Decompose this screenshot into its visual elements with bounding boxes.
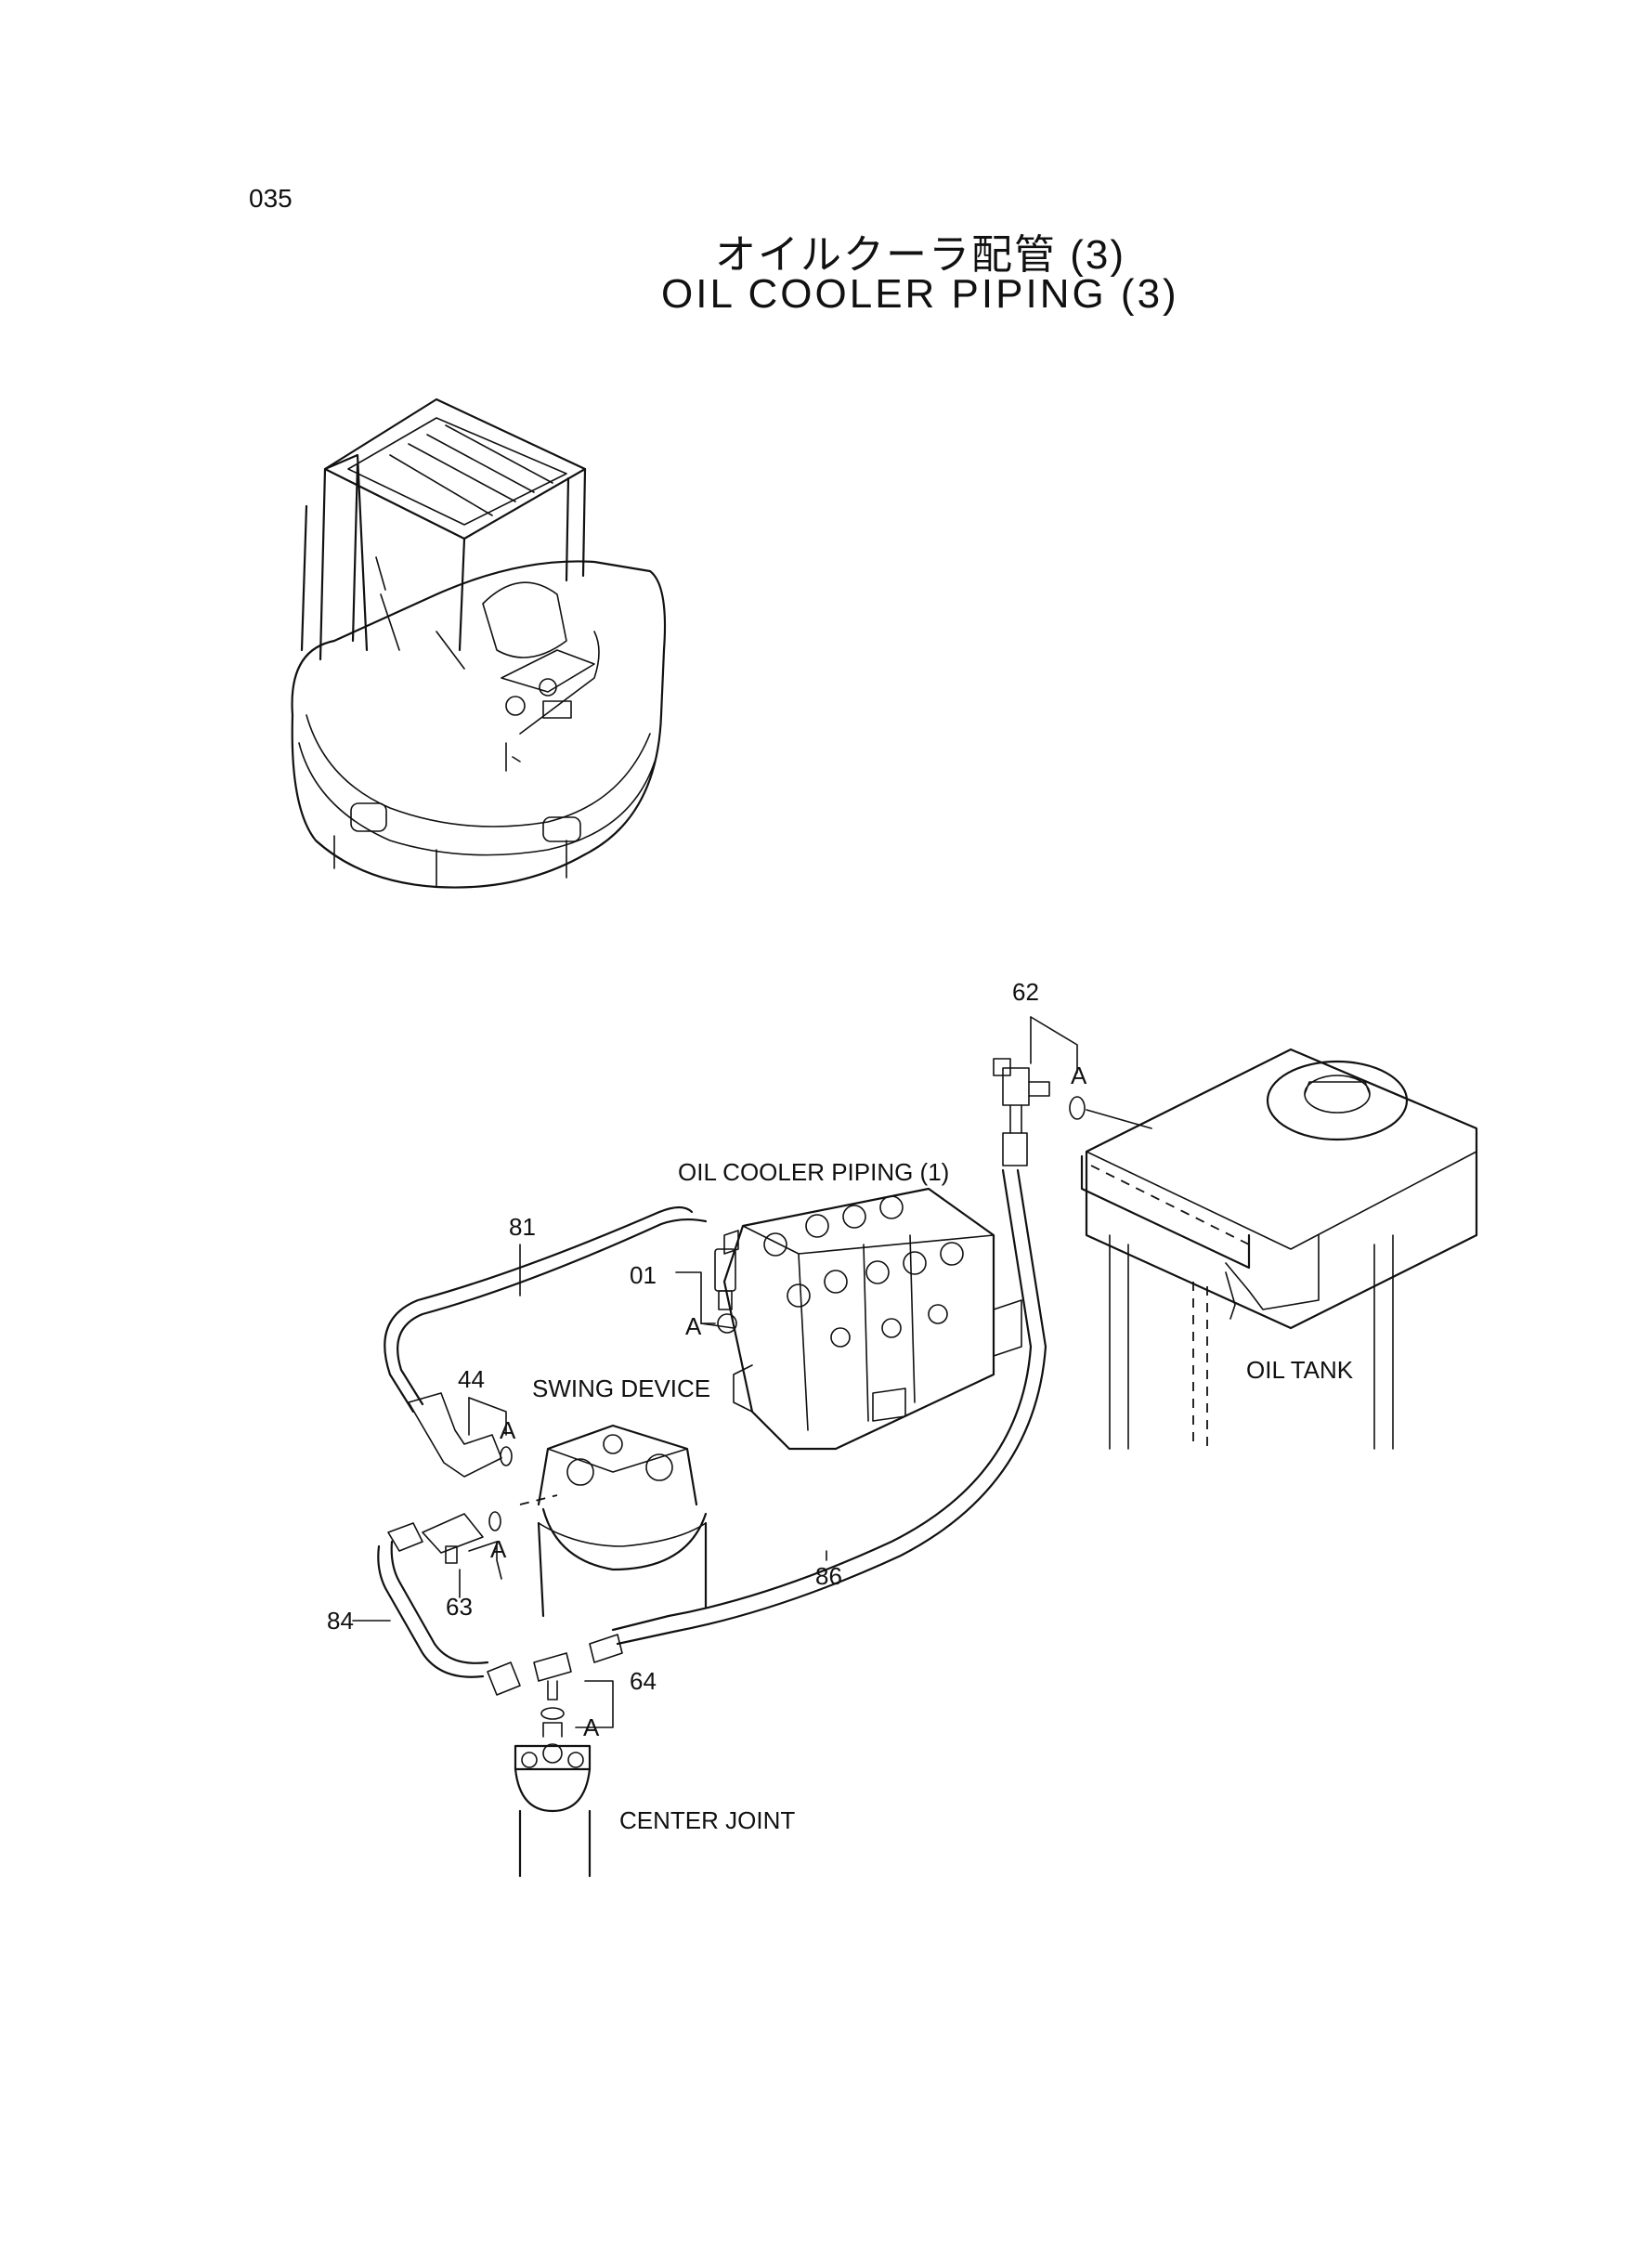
oil-tank xyxy=(1080,1048,1478,1450)
page-title: OIL COOLER PIPING (3) xyxy=(661,271,1179,317)
ref-mark-a-64: A xyxy=(583,1713,600,1741)
control-valve-block xyxy=(722,1187,1022,1451)
label-oil-tank: OIL TANK xyxy=(1246,1356,1354,1384)
callout-64: 64 xyxy=(630,1667,657,1695)
swing-device xyxy=(519,1424,708,1618)
label-oil-cooler-piping-1: OIL COOLER PIPING (1) xyxy=(678,1158,950,1186)
callout-81: 81 xyxy=(509,1213,536,1241)
page-title-japanese: オイルクーラ配管 (3) xyxy=(715,232,1125,278)
hoses xyxy=(377,1168,1047,1678)
ref-mark-a-01: A xyxy=(685,1312,702,1340)
callout-44: 44 xyxy=(458,1365,485,1393)
label-swing-device: SWING DEVICE xyxy=(532,1375,711,1402)
ref-mark-a-62: A xyxy=(1071,1062,1087,1089)
ref-mark-a-44: A xyxy=(500,1416,516,1444)
callout-86: 86 xyxy=(815,1562,842,1590)
leader-lines xyxy=(352,1016,1078,1728)
excavator-overview-illustration xyxy=(291,397,667,889)
page-number: 035 xyxy=(249,184,293,213)
center-joint xyxy=(514,1722,592,1878)
callout-01: 01 xyxy=(630,1261,657,1289)
callout-84: 84 xyxy=(327,1607,354,1635)
callout-62: 62 xyxy=(1012,978,1039,1006)
label-center-joint: CENTER JOINT xyxy=(619,1806,796,1834)
callout-63: 63 xyxy=(446,1593,473,1621)
ref-mark-a-63: A xyxy=(490,1535,507,1563)
fittings xyxy=(387,1058,1152,1720)
